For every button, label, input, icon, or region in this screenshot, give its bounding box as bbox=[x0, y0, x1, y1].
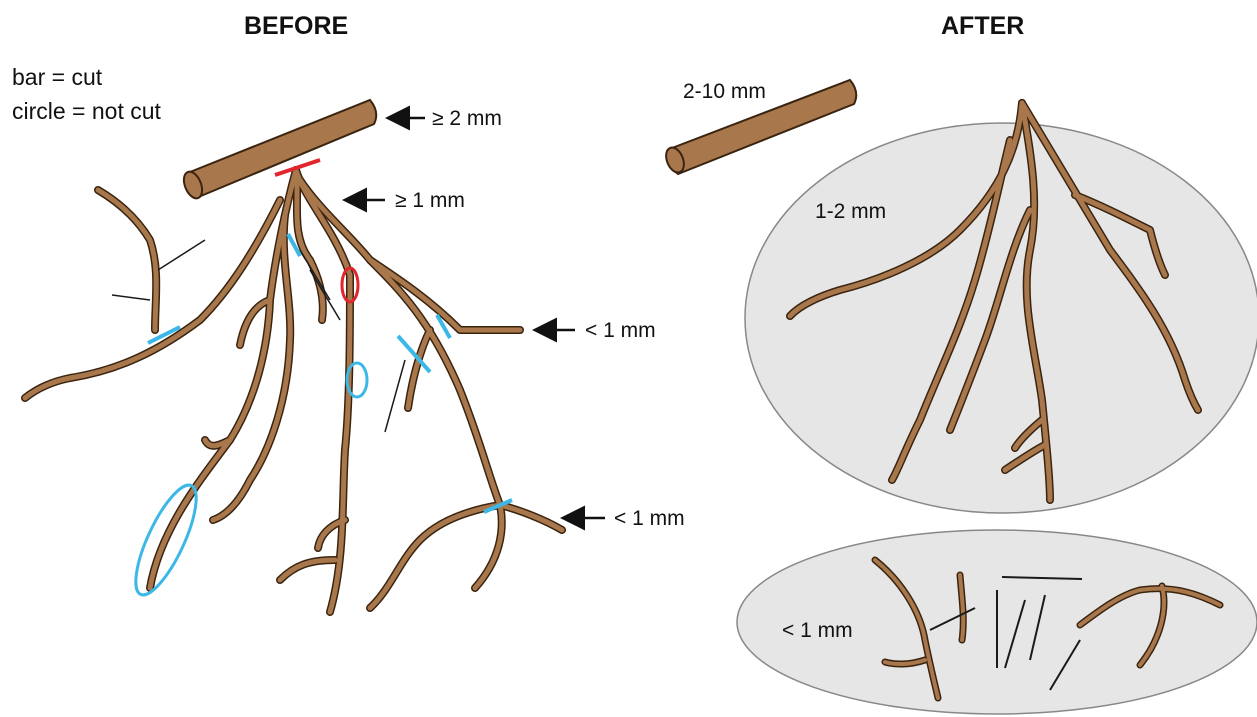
label-fine: < 1 mm bbox=[782, 619, 853, 642]
label-mid: ≥ 1 mm bbox=[395, 189, 465, 212]
label-fine-upper: < 1 mm bbox=[585, 319, 656, 342]
label-segment: 2-10 mm bbox=[683, 80, 766, 103]
label-medium: 1-2 mm bbox=[815, 200, 886, 223]
label-trunk: ≥ 2 mm bbox=[432, 107, 502, 130]
label-fine-lower: < 1 mm bbox=[614, 507, 685, 530]
thick-root-segment bbox=[180, 100, 376, 201]
root-system-before bbox=[25, 170, 562, 612]
